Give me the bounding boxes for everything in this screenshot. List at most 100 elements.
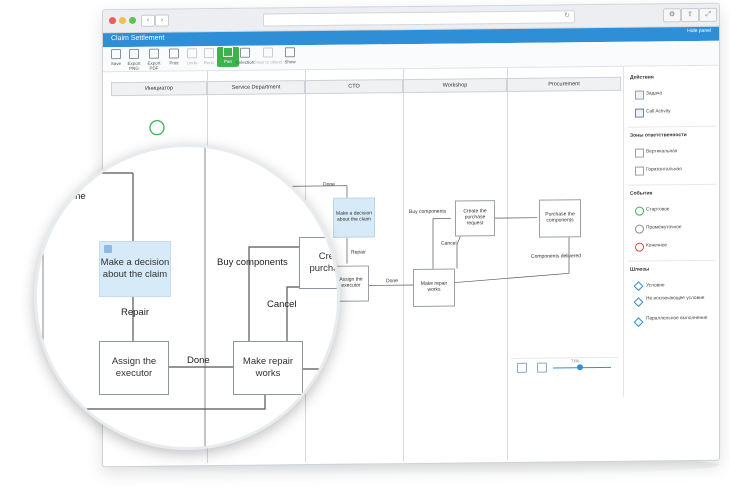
diagram-connectors [149,120,570,286]
palette-horizontal-lane-label: Горизонтальная [646,167,682,173]
show-icon [285,47,295,58]
redo-label: Redo [203,60,215,66]
mag-create-request-label: Crea purchase [309,251,340,274]
export-pdf-button[interactable]: Export PDF [143,48,165,71]
create-request-node-label: Create the purchase request [463,208,487,227]
create-request-node[interactable]: Create the purchase request [455,200,495,237]
palette-vertical-lane-label: Вертикальная [646,149,678,155]
show-button[interactable]: Show [279,47,301,64]
vertical-lane-icon [635,148,644,158]
export-png-button[interactable]: Export PNG [123,48,145,71]
export-pdf-label: Export PDF [147,60,161,71]
palette-parallel-label: Параллельное выполнение [646,315,708,322]
intermediate-event-icon [635,224,644,234]
export-pdf-icon [149,48,159,59]
settings-icon[interactable]: ⚙ [663,8,681,23]
zoom-value: 71% [571,358,580,364]
palette-condition[interactable]: Условие [633,280,665,292]
call-activity-icon [635,108,644,118]
palette-call-activity-label: Call Activity [646,109,671,115]
pan-label: Pan [223,58,232,64]
section-gateways-title: Шлюзы [630,266,650,273]
selection-icon [240,47,250,58]
palette-condition-label: Условие [646,283,665,289]
mag-repair-label: Repair [121,307,149,318]
inclusive-gateway-icon [633,297,644,308]
section-actions-title: Действия [630,74,654,81]
palette-start-event-label: Стартовое [646,207,670,213]
palette-parallel[interactable]: Параллельное выполнение [633,315,716,329]
palette-vertical-lane[interactable]: Вертикальная [635,146,678,158]
cancel-label: Cancel [441,240,457,247]
divider [628,259,716,262]
show-label: Show [284,59,296,65]
browser-window: ‹ › ↻ ⚙ ⇧ ⤢ Claim Settlement Hide panel … [102,2,720,468]
magnifier-lens: Done Make a decision about the claim Rep… [34,144,340,450]
redo-icon [204,48,214,59]
palette-call-activity[interactable]: Call Activity [635,106,671,118]
divider [628,125,716,128]
mag-create-request-node[interactable]: Crea purchase [299,237,340,289]
mag-make-repair-node[interactable]: Make repair works [233,341,303,395]
mag-decision-label: Make a decision about the claim [100,257,170,280]
print-label: Print [169,60,179,66]
hide-panel-link[interactable]: Hide panel [687,27,711,35]
end-event-icon [635,242,644,252]
palette-task[interactable]: Задача [635,88,662,100]
section-zones-title: Зоны ответственности [630,132,687,139]
palette-end-event-label: Конечное [646,243,668,249]
share-icon[interactable]: ⇧ [681,7,699,23]
print-icon [169,48,179,59]
forward-icon[interactable]: › [155,14,169,27]
parallel-gateway-icon [633,317,644,328]
make-repair-node[interactable]: Make repair works [413,268,455,307]
purchase-node[interactable]: Purchase the components [539,199,581,238]
palette-start-event[interactable]: Стартовое [635,204,670,216]
fullscreen-icon[interactable]: ⤢ [699,7,717,22]
zoom-slider-handle[interactable] [577,364,583,371]
mag-decision-node[interactable]: Make a decision about the claim [99,241,171,297]
divider [628,183,716,186]
decision-node-label: Make a decision about the claim [335,210,373,223]
snap-icon [263,47,273,58]
mag-done-top-label: Done [63,191,86,202]
undo-label: Undo [186,60,198,66]
hand-icon [223,46,233,57]
mag-assign-node[interactable]: Assign the executor [99,341,169,395]
back-icon[interactable]: ‹ [141,14,155,27]
mag-cancel-label: Cancel [267,299,297,310]
minimap-icon[interactable] [537,362,547,373]
save-icon [111,49,121,60]
start-event-icon[interactable] [149,120,165,136]
palette-intermediate-event-label: Промежуточное [646,225,682,231]
fit-icon[interactable] [517,362,527,373]
decision-node[interactable]: Make a decision about the claim [333,197,375,238]
make-repair-node-label: Make repair works [420,280,448,293]
mag-make-repair-label: Make repair works [242,356,294,379]
palette-inclusive[interactable]: Не исключающее условие [633,296,716,309]
palette-horizontal-lane[interactable]: Горизонтальная [635,164,682,176]
app-title: Claim Settlement [111,34,165,43]
user-icon [104,245,112,253]
task-icon [635,90,644,100]
element-palette: Действия Задача Call Activity Зоны ответ… [623,65,720,397]
purchase-node-label: Purchase the components [545,211,575,224]
palette-end-event[interactable]: Конечное [635,240,668,252]
done-mid-label: Done [386,278,398,285]
section-events-title: События [630,190,653,197]
close-dot-icon[interactable] [109,17,116,25]
palette-intermediate-event[interactable]: Промежуточное [635,222,682,234]
mag-completed-label: mpleted [37,397,71,408]
maximize-dot-icon[interactable] [129,16,136,24]
condition-gateway-icon [633,281,644,292]
address-bar[interactable]: ↻ [263,10,575,27]
reload-icon[interactable]: ↻ [564,12,570,20]
repair-label: Repair [351,249,366,256]
minimize-dot-icon[interactable] [119,16,126,25]
horizontal-lane-icon [635,166,644,176]
magnified-connectors [37,147,337,447]
diagram-canvas[interactable]: Инициатор Service Department CTO Worksho… [111,67,621,465]
buy-components-label: Buy components [409,208,447,216]
zoom-bar: 71% [511,356,619,377]
selection-label: Selection [235,59,255,65]
